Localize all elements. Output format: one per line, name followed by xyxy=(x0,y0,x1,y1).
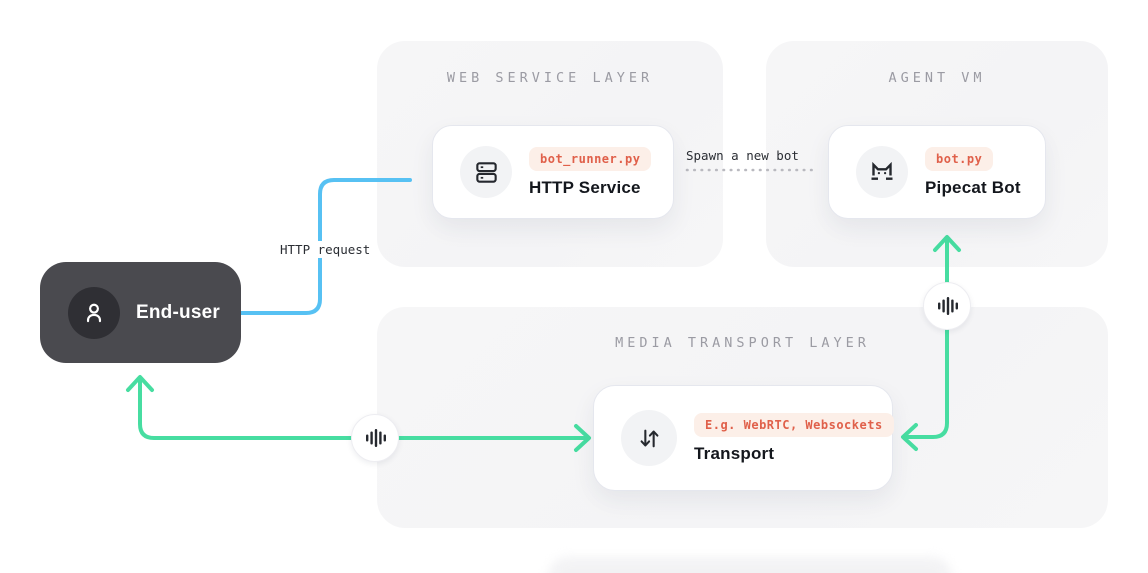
arrows-up-down-icon xyxy=(621,410,677,466)
transport-badge: E.g. WebRTC, Websockets xyxy=(694,412,894,437)
http-service-title: HTTP Service xyxy=(529,177,641,197)
end-user-node: End-user xyxy=(40,262,241,363)
pipecat-bot-card: bot.py Pipecat Bot xyxy=(828,125,1046,219)
agent-vm-title: AGENT VM xyxy=(888,70,986,86)
pipecat-bot-title: Pipecat Bot xyxy=(925,177,1021,197)
http-request-label: HTTP request xyxy=(277,241,374,258)
end-user-label: End-user xyxy=(136,301,220,323)
transport-title: Transport xyxy=(694,443,775,463)
audio-waveform-icon xyxy=(923,282,971,330)
pipecat-bot-badge: bot.py xyxy=(925,146,994,171)
bottom-peek-shadow xyxy=(548,557,952,573)
server-icon xyxy=(460,146,512,198)
http-service-card: bot_runner.py HTTP Service xyxy=(432,125,674,219)
arrowhead-up-end-user xyxy=(126,375,154,392)
http-service-badge: bot_runner.py xyxy=(529,146,652,171)
transport-card: E.g. WebRTC, Websockets Transport xyxy=(593,385,894,491)
web-service-layer-title: WEB SERVICE LAYER xyxy=(446,70,654,86)
user-icon xyxy=(68,286,120,339)
media-transport-layer-title: MEDIA TRANSPORT LAYER xyxy=(615,335,870,351)
audio-waveform-icon xyxy=(351,414,399,462)
spawn-a-new-bot-label: Spawn a new bot xyxy=(686,148,799,163)
cat-icon xyxy=(856,146,908,198)
